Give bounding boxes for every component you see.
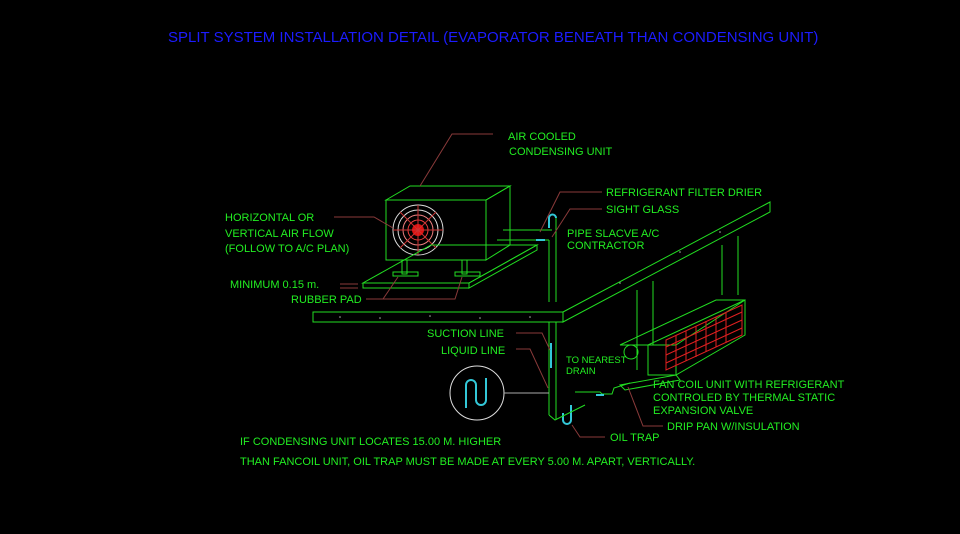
label-air-cooled: AIR COOLED <box>508 131 576 143</box>
fan-grille-icon <box>392 204 444 256</box>
condensing-unit <box>361 185 539 289</box>
refrigerant-pipes <box>497 213 631 425</box>
label-pipe-sleeve-2: CONTRACTOR <box>567 240 644 252</box>
floor-slab <box>312 201 771 370</box>
label-drain-2: DRAIN <box>566 366 596 377</box>
leader-lines <box>334 133 663 438</box>
label-suction-line: SUCTION LINE <box>427 328 504 340</box>
label-rubber-pad: RUBBER PAD <box>291 294 362 306</box>
oil-trap-detail <box>449 365 549 421</box>
label-liquid-line: LIQUID LINE <box>441 345 505 357</box>
drawing-title: SPLIT SYSTEM INSTALLATION DETAIL (EVAPOR… <box>168 29 818 46</box>
label-drain-1: TO NEAREST <box>566 355 627 366</box>
label-sight-glass: SIGHT GLASS <box>606 204 679 216</box>
label-oil-trap: OIL TRAP <box>610 432 660 444</box>
label-fcu-3: EXPANSION VALVE <box>653 405 753 417</box>
label-airflow-1: HORIZONTAL OR <box>225 212 314 224</box>
label-minimum: MINIMUM 0.15 m. <box>230 279 319 291</box>
fan-coil-unit <box>618 299 746 391</box>
label-airflow-2: VERTICAL AIR FLOW <box>225 228 334 240</box>
note-line-1: IF CONDENSING UNIT LOCATES 15.00 M. HIGH… <box>240 436 501 448</box>
label-airflow-3: (FOLLOW TO A/C PLAN) <box>225 243 349 255</box>
label-drip-pan: DRIP PAN W/INSULATION <box>667 421 800 433</box>
label-condensing-unit: CONDENSING UNIT <box>509 146 613 158</box>
label-pipe-sleeve-1: PIPE SLACVE A/C <box>567 228 659 240</box>
label-filter-drier: REFRIGERANT FILTER DRIER <box>606 187 762 199</box>
label-fcu-1: FAN COIL UNIT WITH REFRIGERANT <box>653 379 845 391</box>
label-fcu-2: CONTROLED BY THERMAL STATIC <box>653 392 835 404</box>
note-line-2: THAN FANCOIL UNIT, OIL TRAP MUST BE MADE… <box>240 456 695 468</box>
